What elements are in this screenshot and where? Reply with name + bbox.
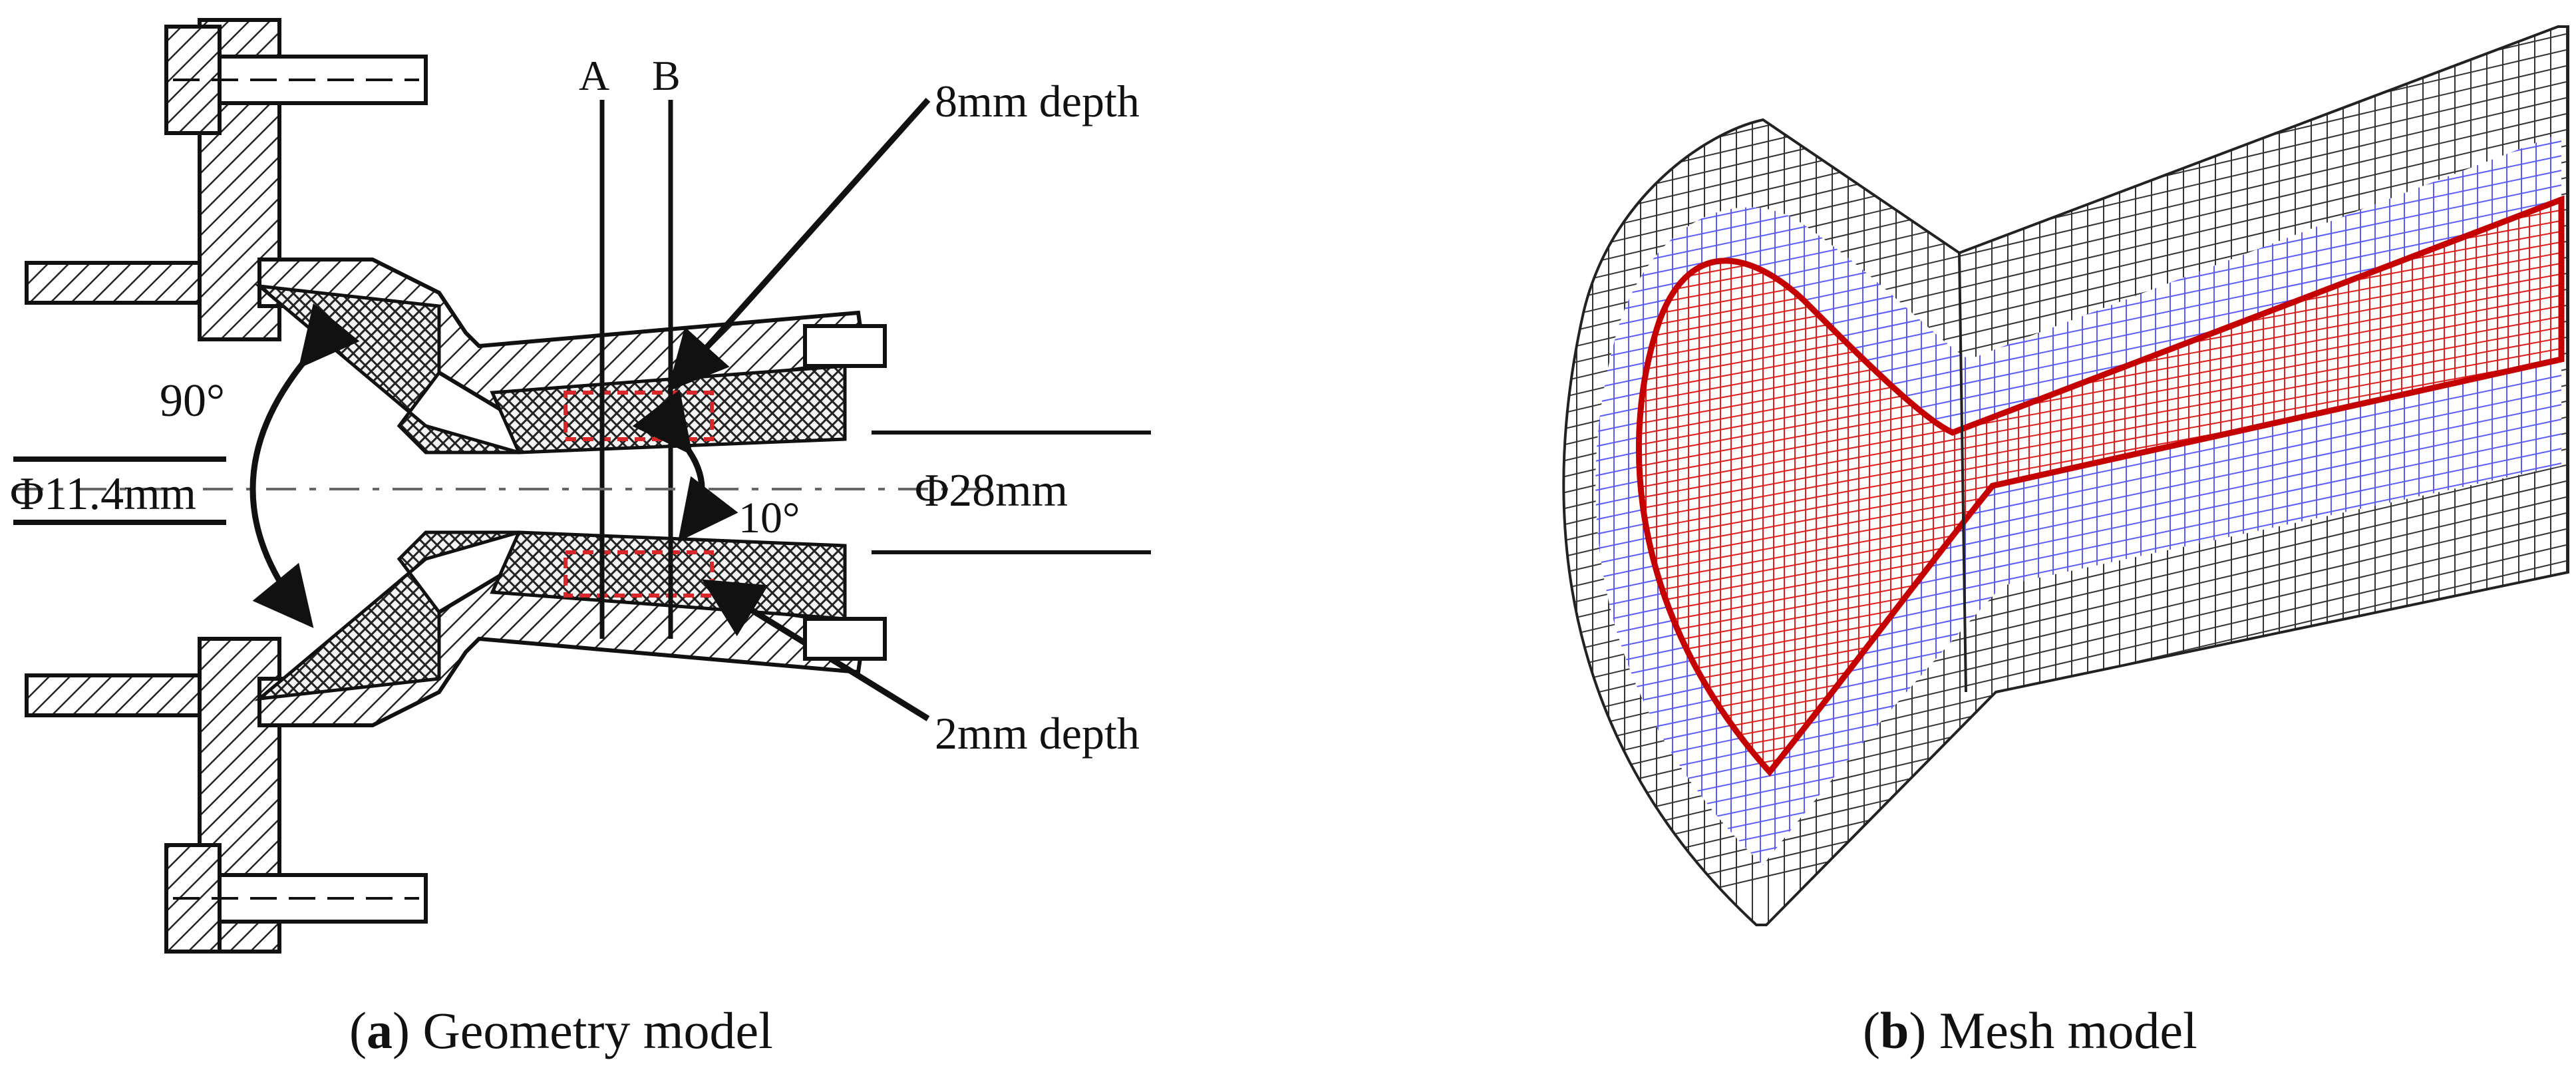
caption-a-letter: a [367, 1001, 393, 1059]
dia-inlet-label: Φ11.4mm [10, 468, 196, 520]
section-label-b: B [652, 52, 681, 99]
caption-b: (b) Mesh model [1863, 1001, 2197, 1059]
inlet-diameter-lines [13, 456, 226, 525]
depth-top-label: 8mm depth [935, 76, 1140, 126]
caption-b-text: Mesh model [1939, 1001, 2197, 1059]
depth-bottom-label: 2mm depth [935, 708, 1140, 759]
mesh-red-boundary [1635, 195, 2565, 777]
angle-inlet-label: 90° [160, 375, 225, 427]
angle-arcs [249, 303, 738, 628]
mesh-model-panel: (b) Mesh model [1562, 25, 2569, 1059]
angle-outlet-label: 10° [738, 494, 800, 542]
caption-b-letter: b [1880, 1001, 1909, 1059]
outlet-end [803, 324, 887, 661]
mesh-outline [1562, 25, 2569, 926]
dia-outlet-label: Φ28mm [915, 465, 1068, 516]
caption-a-text: Geometry model [422, 1001, 772, 1059]
caption-a: (a) Geometry model [349, 1001, 773, 1059]
section-label-a: A [579, 52, 609, 99]
mesh-edge [1958, 252, 1967, 693]
geometry-model-panel: A B 8mm depth 2mm depth 90° 10° Φ11.4mm … [10, 18, 1151, 1059]
